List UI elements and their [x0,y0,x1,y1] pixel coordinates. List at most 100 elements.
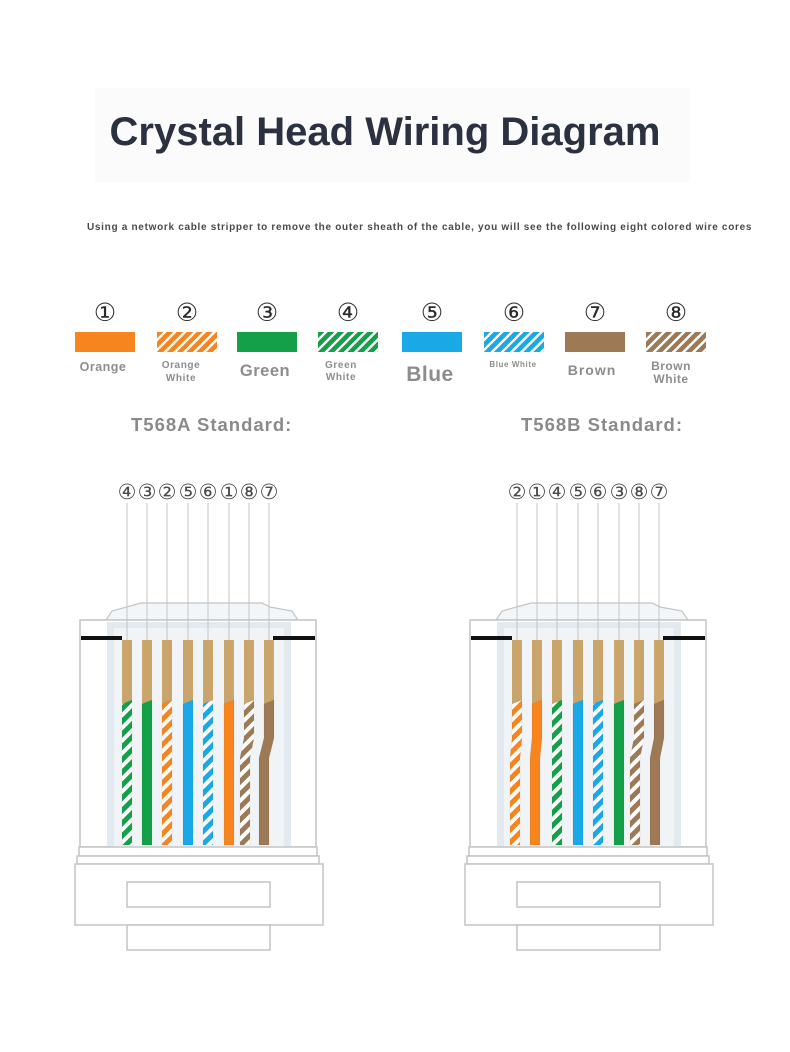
legend-label-orange: Orange [58,360,148,374]
legend-item-orange: ① Orange [75,298,135,390]
legend-label-green: Green [220,362,310,380]
instruction-text: Using a network cable stripper to remove… [87,222,753,233]
t568b-black-band-right [663,636,705,640]
brown-white-swatch [646,332,706,352]
legend-label-line: White [325,372,357,383]
t568b-base-tab [516,924,661,951]
t568a-pin-label-7: ⑧ [240,480,259,504]
legend-item-blue: ⑤ Blue [402,298,462,390]
t568b-connector-collar-lower [466,855,710,865]
t568b-pin-label-7: ⑧ [630,480,649,504]
legend-item-green: ③ Green [237,298,297,390]
legend-number-7: ⑦ [583,298,607,327]
legend-label-green-white: Green White [296,360,386,384]
t568a-contact-8 [264,640,274,706]
t568b-black-band-left [471,636,512,640]
t568b-contact-6 [614,640,624,706]
t568a-contact-7 [244,640,254,706]
t568b-connector-latch [494,602,690,621]
legend-item-blue-white: ⑥ Blue White [484,298,544,390]
t568b-wire-5-blue-white [592,699,604,846]
legend-number-6: ⑥ [502,298,526,327]
legend-number-3: ③ [255,298,279,327]
t568a-wire-1-green-white [121,699,133,846]
t568a-wire-8-brown [258,699,275,846]
t568a-pin-label-6: ① [220,480,239,504]
legend-label-line: White [165,373,197,384]
green-white-swatch [318,332,378,352]
t568b-inner-panel-highlight [504,628,674,847]
t568a-wire-2-green [141,699,153,846]
legend-label-line: Blue White [489,360,537,369]
t568b-pin-label-1: ② [508,480,527,504]
t568b-wire-1-orange-white [509,699,523,846]
t568b-pin-label-3: ④ [548,480,567,504]
legend-label-brown-white: Brown White [626,360,716,386]
t568a-black-band-right [273,636,315,640]
legend-label-line: Orange [79,360,127,374]
t568a-connector-collar-lower [76,855,320,865]
legend-label-line: Green [325,360,357,371]
t568b-wire-6-green [613,699,625,846]
legend-number-2: ② [175,298,199,327]
green-swatch [237,332,297,352]
t568b-contact-2 [532,640,542,706]
title-background [95,88,690,182]
diagram-title: Crystal Head Wiring Diagram [109,110,661,154]
legend-label-line: White [653,372,689,386]
legend-label-blue-white: Blue White [468,360,558,370]
t568a-base-tab [126,924,271,951]
legend-label-brown: Brown [547,362,637,378]
orange-swatch [75,332,135,352]
legend-label-line: Blue [406,363,454,386]
legend-label-line: Brown [567,362,617,378]
t568b-contact-4 [573,640,583,706]
t568a-pin-label-5: ⑥ [199,480,218,504]
t568b-contact-8 [654,640,664,706]
t568b-contact-7 [634,640,644,706]
t568a-connector-latch [104,602,300,621]
legend-number-8: ⑧ [664,298,688,327]
t568a-pin-label-3: ② [158,480,177,504]
legend-item-orange-white: ② Orange White [157,298,217,390]
t568a-contact-5 [203,640,213,706]
t568b-contact-5 [593,640,603,706]
t568b-base-slot [516,881,661,908]
t568a-base-slot [126,881,271,908]
t568b-contact-1 [512,640,522,706]
t568b-pin-label-4: ⑤ [569,480,588,504]
legend-number-4: ④ [336,298,360,327]
legend-label-orange-white: Orange White [136,359,226,385]
legend-label-line: Brown [651,359,691,373]
t568a-wire-5-blue-white [202,699,214,846]
t568b-wire-7-brown-white [629,699,645,846]
t568a-inner-panel-highlight [114,628,284,847]
t568b-wire-8-brown [649,699,665,846]
legend-item-brown: ⑦ Brown [565,298,625,390]
orange-white-swatch [157,332,217,352]
brown-swatch [565,332,625,352]
t568a-standard-label: T568A Standard: [131,414,293,435]
legend-label-line: Green [239,362,291,380]
t568a-contact-6 [224,640,234,706]
t568a-pin-label-8: ⑦ [260,480,279,504]
t568b-standard-label: T568B Standard: [521,414,684,435]
t568a-contact-1 [122,640,132,706]
legend-item-green-white: ④ Green White [318,298,378,390]
t568a-contact-2 [142,640,152,706]
t568a-contact-4 [183,640,193,706]
legend-label-line: Orange [161,360,201,371]
t568b-pin-label-8: ⑦ [650,480,669,504]
legend-label-blue: Blue [385,364,475,386]
legend-item-brown-white: ⑧ Brown White [646,298,706,390]
t568a-contact-3 [162,640,172,706]
legend-number-5: ⑤ [420,298,444,327]
legend-number-1: ① [93,298,117,327]
t568a-wire-6-orange [223,699,235,846]
t568b-pin-label-5: ⑥ [589,480,608,504]
t568a-connector-collar [78,846,318,857]
blue-white-swatch [484,332,544,352]
t568b-wire-2-orange [529,699,543,846]
